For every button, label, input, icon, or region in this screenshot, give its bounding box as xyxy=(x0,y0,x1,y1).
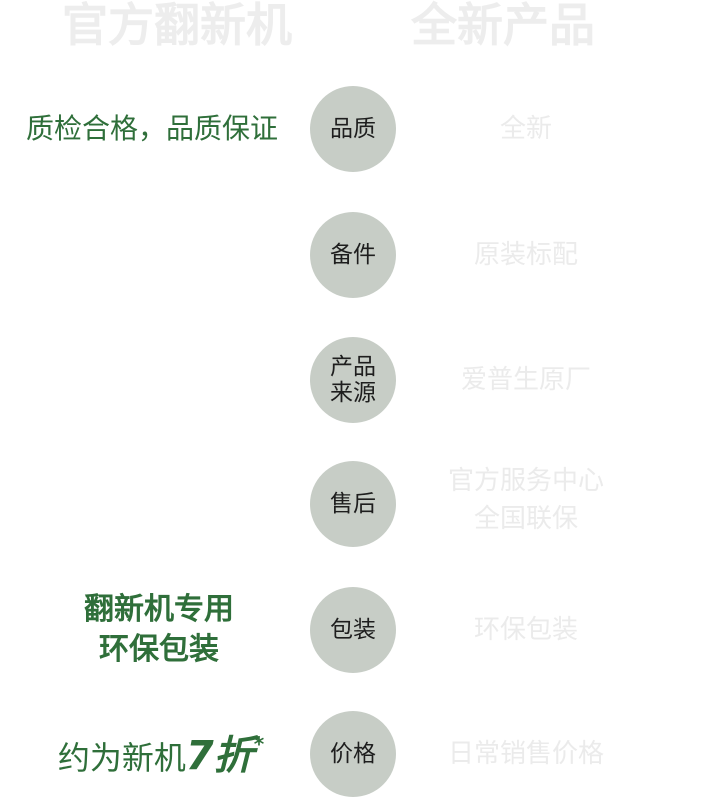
price-footnote-mark: * xyxy=(253,732,265,756)
price-refurbished-text: 约为新机7折* xyxy=(0,711,322,797)
accessories-new-text: 原装标配 xyxy=(473,240,578,270)
price-badge: 价格 xyxy=(310,711,396,797)
price-new-text: 日常销售价格 xyxy=(447,739,604,769)
quality-new-text: 全新 xyxy=(499,114,552,144)
packaging-badge: 包装 xyxy=(310,587,396,673)
comparison-row-accessories: 备件 原装标配 xyxy=(0,212,706,300)
source-badge: 产品 来源 xyxy=(310,337,396,423)
new-product-column-title: 全新产品 xyxy=(411,0,595,52)
comparison-row-aftersales: 售后 官方服务中心 全国联保 xyxy=(0,461,706,549)
quality-refurbished-text: 质检合格，品质保证 xyxy=(25,112,278,145)
comparison-row-source: 产品 来源 爱普生原厂 xyxy=(0,337,706,425)
quality-badge: 品质 xyxy=(310,86,396,172)
comparison-row-price: 约为新机7折* 价格 日常销售价格 xyxy=(0,711,706,799)
source-new-text: 爱普生原厂 xyxy=(460,365,591,395)
refurbished-column-title: 官方翻新机 xyxy=(62,0,292,52)
price-prefix: 约为新机 xyxy=(57,739,186,777)
aftersales-new-text: 官方服务中心 全国联保 xyxy=(447,466,604,534)
packaging-new-text: 环保包装 xyxy=(473,615,578,645)
packaging-refurbished-text: 翻新机专用 环保包装 xyxy=(84,592,234,667)
comparison-row-quality: 质检合格，品质保证 品质 全新 xyxy=(0,86,706,174)
price-discount: 7折 xyxy=(185,733,254,779)
comparison-row-packaging: 翻新机专用 环保包装 包装 环保包装 xyxy=(0,587,706,675)
aftersales-badge: 售后 xyxy=(310,461,396,547)
accessories-badge: 备件 xyxy=(310,212,396,298)
